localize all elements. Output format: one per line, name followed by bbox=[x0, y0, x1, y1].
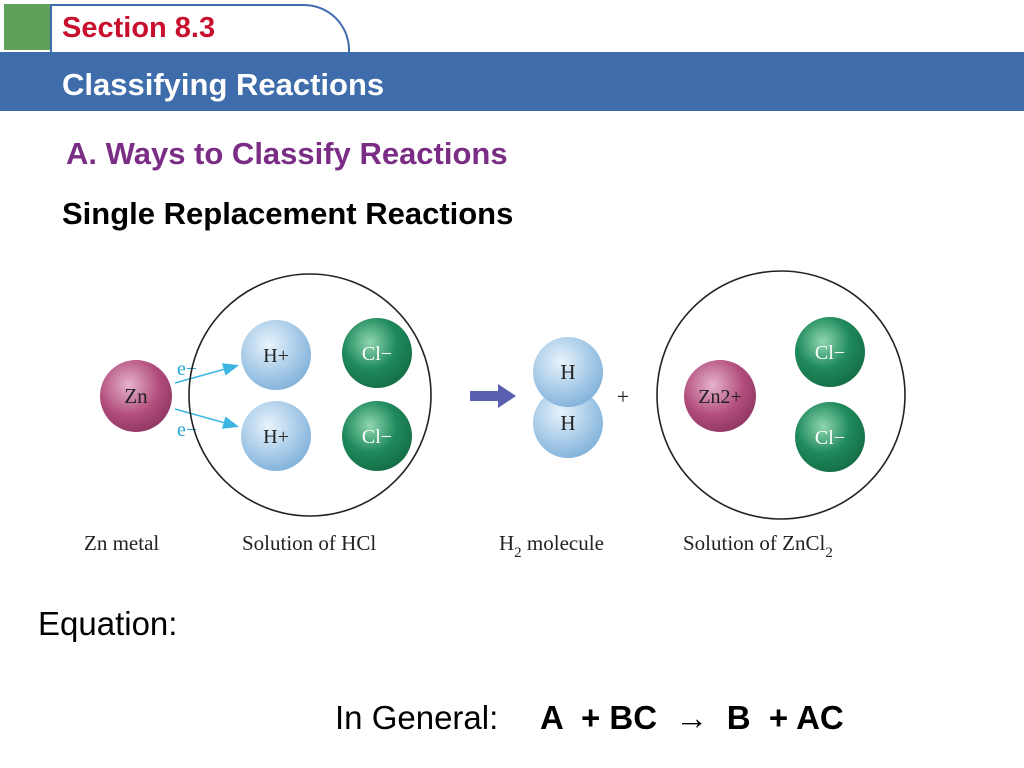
chloride-ion-label-top: Cl− bbox=[362, 343, 392, 365]
hydrogen-ion-bottom bbox=[241, 401, 311, 471]
h2-atom-top bbox=[533, 337, 603, 407]
chloride-ion-label-bottom: Cl− bbox=[362, 426, 392, 448]
subtopic-heading: Single Replacement Reactions bbox=[62, 196, 514, 231]
title-bar bbox=[0, 52, 1024, 111]
chloride-ion-top bbox=[342, 318, 412, 388]
chloride-ion-right-bottom bbox=[795, 402, 865, 472]
chloride-ion-bottom bbox=[342, 401, 412, 471]
zn-atom-label: Zn bbox=[124, 384, 148, 408]
h2-atom-label-top: H bbox=[560, 360, 575, 384]
zinc-ion-label: Zn2+ bbox=[698, 386, 742, 408]
hydrogen-ion-top bbox=[241, 320, 311, 390]
slide-title: Classifying Reactions bbox=[62, 67, 385, 102]
plus-sign: + bbox=[617, 384, 629, 409]
general-label: In General: bbox=[335, 699, 499, 736]
section-number: Section 8.3 bbox=[62, 12, 216, 44]
reaction-arrow bbox=[470, 384, 516, 408]
caption-hcl: Solution of HCl bbox=[242, 531, 376, 555]
equation-label: Equation: bbox=[38, 605, 178, 642]
chloride-ion-right-label-bottom: Cl− bbox=[815, 427, 845, 449]
hydrogen-ion-label-top: H+ bbox=[263, 345, 289, 367]
caption-zn-metal: Zn metal bbox=[84, 531, 159, 555]
hcl-solution-circle bbox=[188, 273, 432, 517]
electron-arrow-top bbox=[174, 363, 240, 384]
section-tab bbox=[50, 4, 350, 58]
electron-arrow-bottom bbox=[174, 408, 240, 429]
h2-atom-label-bottom: H bbox=[560, 411, 575, 435]
electron-label-top: e− bbox=[177, 358, 197, 380]
zn-atom bbox=[100, 360, 172, 432]
chloride-ion-right-label-top: Cl− bbox=[815, 342, 845, 364]
section-marker bbox=[4, 4, 50, 50]
caption-zncl2: Solution of ZnCl2 bbox=[683, 531, 833, 561]
h2-atom-bottom bbox=[533, 388, 603, 458]
topic-heading: A. Ways to Classify Reactions bbox=[66, 136, 508, 171]
zinc-ion bbox=[684, 360, 756, 432]
chloride-ion-right-top bbox=[795, 317, 865, 387]
hydrogen-ion-label-bottom: H+ bbox=[263, 426, 289, 448]
general-equation: A + BC → B + AC bbox=[540, 699, 844, 736]
zncl2-solution-circle bbox=[656, 270, 906, 520]
caption-h2-molecule: H2 molecule bbox=[499, 531, 604, 561]
reaction-diagram: Zn e− e− H+ H+ Cl− Cl− H H + Zn2+ Cl− Cl… bbox=[84, 270, 906, 561]
